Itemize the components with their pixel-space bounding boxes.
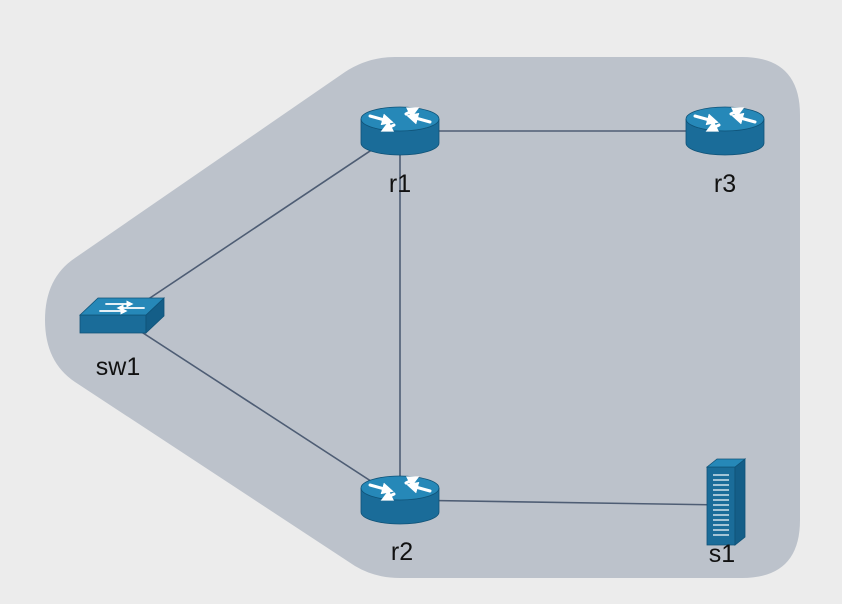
node-r3[interactable]: r3	[685, 106, 765, 198]
link-r2-s1	[399, 499, 726, 506]
router-icon	[685, 106, 765, 156]
router-icon	[360, 106, 440, 156]
node-sw1[interactable]: sw1	[78, 297, 166, 381]
node-label: r2	[391, 538, 413, 566]
switch-icon	[78, 297, 166, 334]
network-region	[45, 57, 800, 578]
node-r1[interactable]: r1	[360, 106, 440, 198]
node-s1[interactable]: s1	[705, 458, 747, 568]
router-icon	[360, 475, 440, 525]
node-label: r1	[389, 170, 411, 198]
links-layer	[119, 130, 726, 506]
node-r2[interactable]: r2	[360, 475, 440, 566]
link-sw1-r2	[119, 317, 401, 501]
node-label: r3	[714, 170, 736, 198]
node-label: sw1	[96, 353, 140, 381]
server-icon	[705, 458, 747, 546]
link-r1-sw1	[119, 130, 401, 319]
node-label: s1	[709, 540, 735, 568]
